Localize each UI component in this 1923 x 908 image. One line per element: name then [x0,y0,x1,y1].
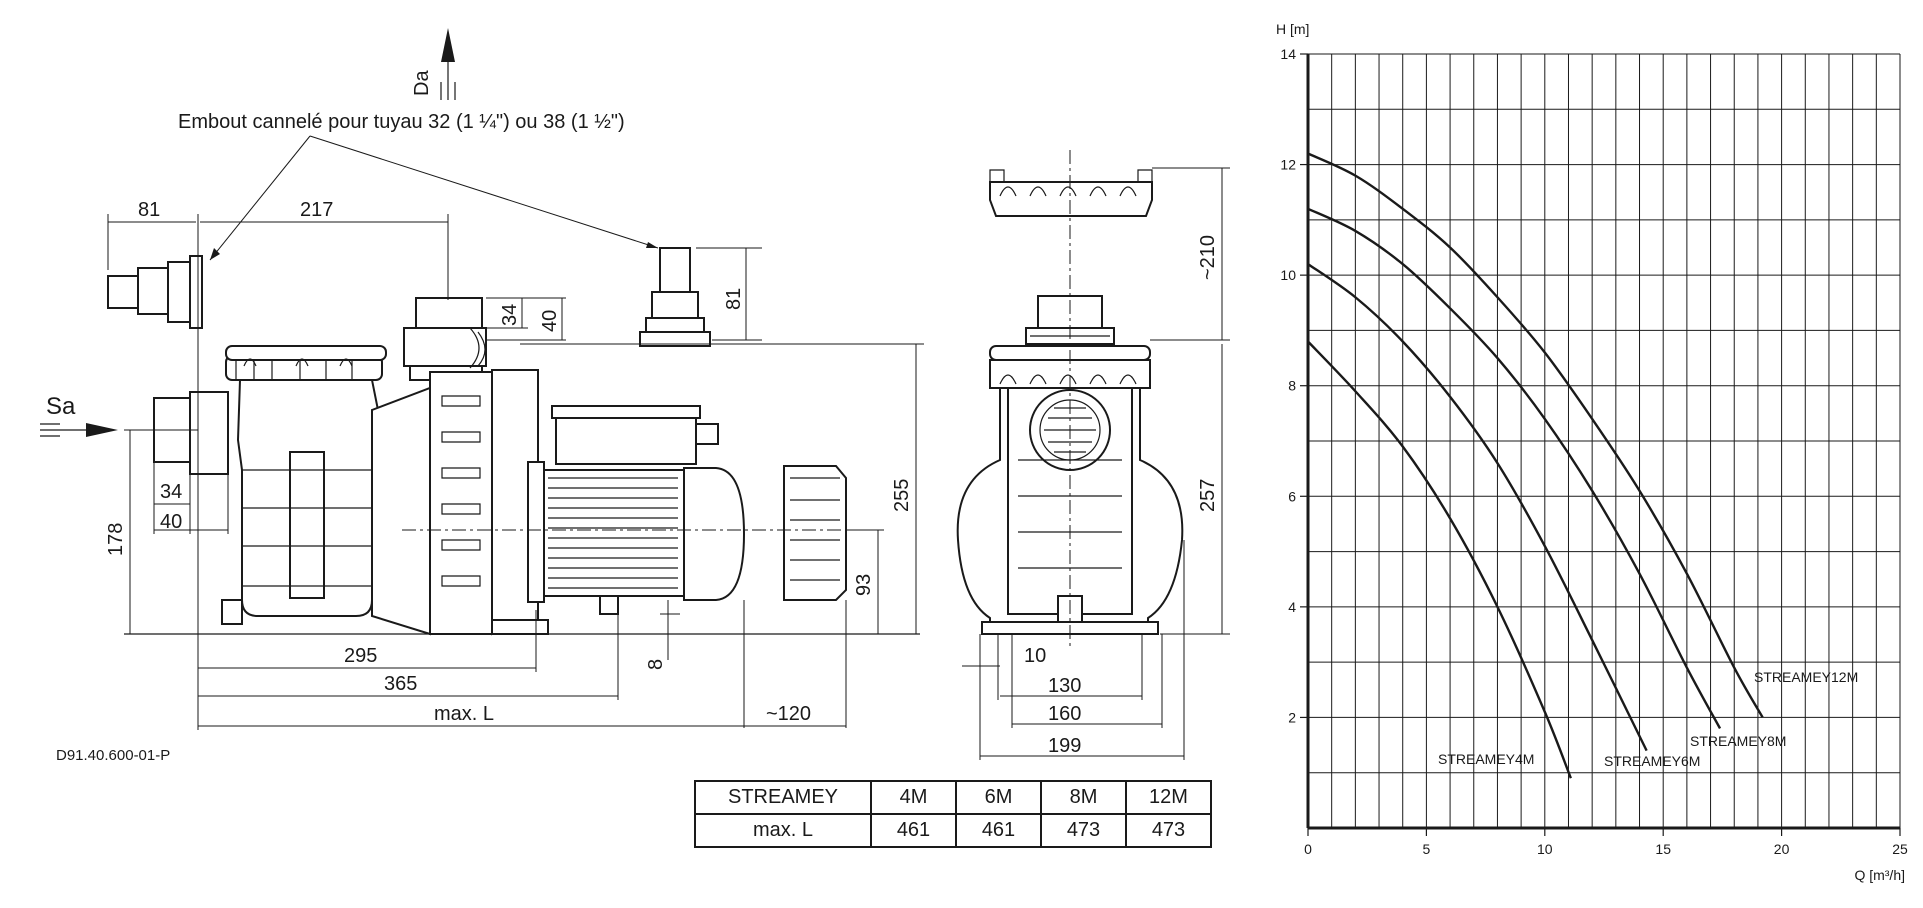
dim-160: 160 [1048,703,1081,725]
table-model: 4M [870,780,957,815]
dim-257: 257 [1197,479,1219,512]
dim-81-side: 81 [723,288,745,310]
leader-arrow-left [210,248,220,260]
front-view-dimensions [962,167,1230,760]
table-model: 12M [1125,780,1212,815]
dim-93: 93 [853,574,875,596]
dim-255: 255 [891,479,913,512]
series-label: STREAMEY8M [1690,733,1786,749]
table-value: 473 [1040,813,1127,848]
performance-chart: 2 4 6 8 10 12 14 0 5 10 15 20 25 H [m] Q [m³/h] STREAME… [1276,21,1908,883]
x-tick-label: 10 [1537,841,1553,857]
y-tick-label: 10 [1280,267,1296,283]
table-value: 461 [870,813,957,848]
dim-34-top: 34 [499,304,521,326]
curve-streamey12m [1307,152,1764,719]
y-tick-label: 4 [1288,599,1296,615]
dim-217: 217 [300,199,333,221]
leader-line-right [309,135,659,249]
x-tick-label: 20 [1774,841,1790,857]
leader-arrow-right [646,242,658,248]
y-axis-label: H [m] [1276,21,1309,37]
curve-streamey6m [1307,263,1648,752]
x-tick-label: 5 [1423,841,1431,857]
dim-130: 130 [1048,675,1081,697]
table-model: 8M [1040,780,1127,815]
table-value: 473 [1125,813,1212,848]
x-tick-label: 0 [1304,841,1312,857]
model-length-table: STREAMEY 4M 6M 8M 12M max. L 461 461 473… [694,780,1212,848]
inlet-label: Sa [46,393,76,420]
y-tick-label: 2 [1288,709,1296,725]
table-row: max. L 461 461 473 473 [694,813,1212,848]
outlet-label: Da [411,70,433,96]
y-tick-label: 8 [1288,378,1296,394]
y-tick-label: 12 [1280,157,1296,173]
table-value: 461 [955,813,1042,848]
pump-front-view [956,150,1184,650]
dim-365: 365 [384,673,417,695]
dim-120: ~120 [766,703,811,725]
series-label: STREAMEY6M [1604,753,1700,769]
dim-34-low: 34 [160,481,182,503]
table-header-label: STREAMEY [694,780,872,815]
dim-8: 8 [645,659,667,670]
curve-streamey4m [1307,340,1572,779]
dim-40-top: 40 [539,310,561,332]
table-header-row: STREAMEY 4M 6M 8M 12M [694,780,1212,815]
dim-199: 199 [1048,735,1081,757]
x-tick-label: 15 [1655,841,1671,857]
series-label: STREAMEY4M [1438,751,1534,767]
y-tick-label: 14 [1280,46,1296,62]
dim-81-top: 81 [138,199,160,221]
x-tick-label: 25 [1892,841,1908,857]
dim-210: ~210 [1197,235,1219,280]
x-axis-label: Q [m³/h] [1854,867,1905,883]
outlet-arrow [440,28,456,100]
series-label: STREAMEY12M [1754,669,1858,685]
side-view-dimensions [107,214,924,730]
dim-295: 295 [344,645,377,667]
hose-note: Embout cannelé pour tuyau 32 (1 ¼") ou 3… [178,111,625,133]
dim-max-l: max. L [434,703,494,725]
dim-40-low: 40 [160,511,182,533]
leader-line-left [209,135,311,261]
table-row-label: max. L [694,813,872,848]
drawing-reference: D91.40.600-01-P [56,747,170,764]
curve-streamey8m [1307,207,1722,730]
dim-10: 10 [1024,645,1046,667]
y-tick-label: 6 [1288,488,1296,504]
table-model: 6M [955,780,1042,815]
dim-178: 178 [105,523,127,556]
inlet-arrow [40,423,118,437]
